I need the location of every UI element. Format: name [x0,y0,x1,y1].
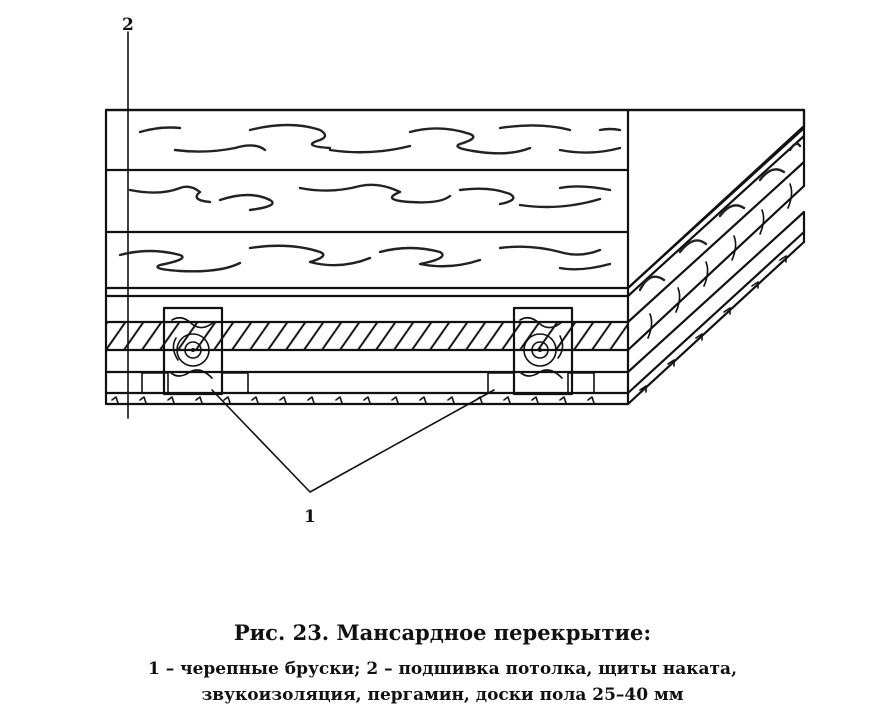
board-wood-grain [118,123,622,273]
side-face [104,108,806,406]
beam-right [512,306,574,396]
caption-line-2: звукоизоляция, пергамин, доски пола 25–4… [201,685,684,705]
cranial-bar-1b [221,372,249,394]
figure-caption: Рис. 23. Мансардное перекрытие: 1 – чере… [0,618,885,708]
caption-title: Рис. 23. Мансардное перекрытие: [233,620,652,645]
floor-diagram: 2 [104,15,806,527]
callout-1-label: 1 [304,507,316,527]
floor-section-drawing: 2 [104,15,806,527]
cranial-bar-2a [487,372,515,394]
front-face-outline [104,108,630,406]
callout-1-lines [211,389,495,493]
beam-left [162,306,224,396]
callout-2-label: 2 [122,15,134,35]
caption-line-1: 1 – черепные бруски; 2 – подшивка потолк… [148,659,737,679]
ceiling-lining-marks [111,396,595,404]
subfloor-hatch [106,322,628,350]
